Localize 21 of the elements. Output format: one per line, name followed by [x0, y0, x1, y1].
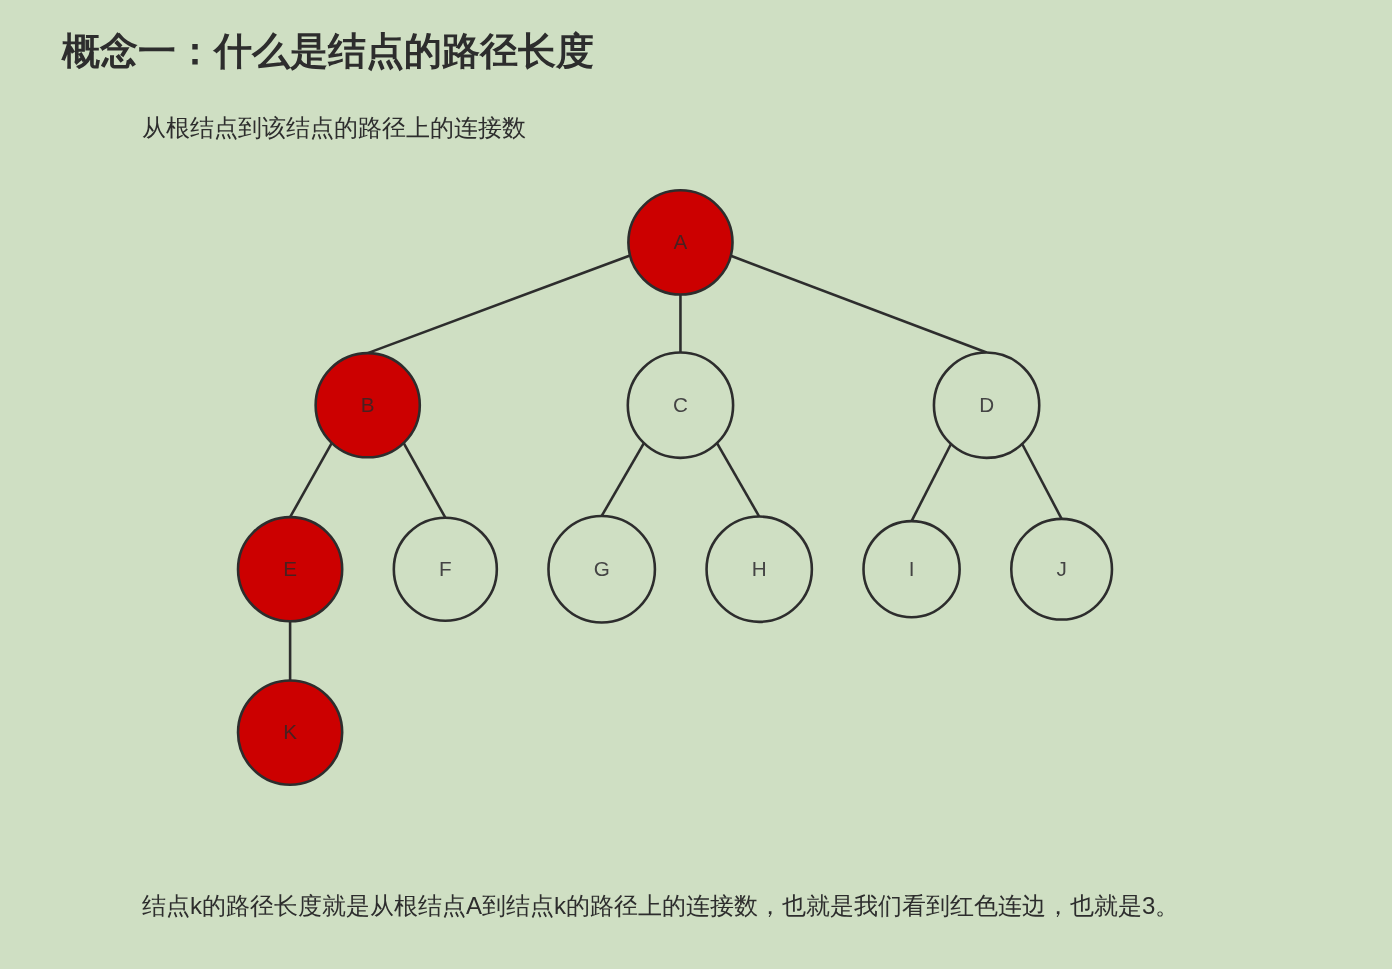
connector [600, 442, 646, 517]
title: 概念一：什么是结点的路径长度 [62, 29, 594, 74]
node-circle: I [862, 519, 961, 619]
node-circle: K [236, 679, 344, 786]
connector [910, 443, 953, 522]
note-paragraph: 结点k的路径长度就是从根结点A到结点k的路径上的连接数，也就是我们看到红色连边，也就是3。 [141, 891, 1181, 921]
node-circle: E [236, 515, 344, 623]
connector [289, 442, 333, 518]
node-circle: H [705, 515, 814, 624]
node-circle: G [547, 514, 657, 624]
node-circle: A [627, 189, 734, 296]
node-circle: D [932, 351, 1041, 460]
subtitle-text: 从根结点到该结点的路径上的连接数 [142, 113, 526, 143]
connector [288, 621, 292, 681]
node-circle: J [1010, 517, 1114, 621]
node-circle: C [626, 351, 735, 460]
connector [367, 254, 631, 355]
connector [679, 294, 682, 353]
node-circle: F [392, 516, 499, 622]
connector [1021, 443, 1063, 520]
node-circle: B [314, 351, 422, 459]
